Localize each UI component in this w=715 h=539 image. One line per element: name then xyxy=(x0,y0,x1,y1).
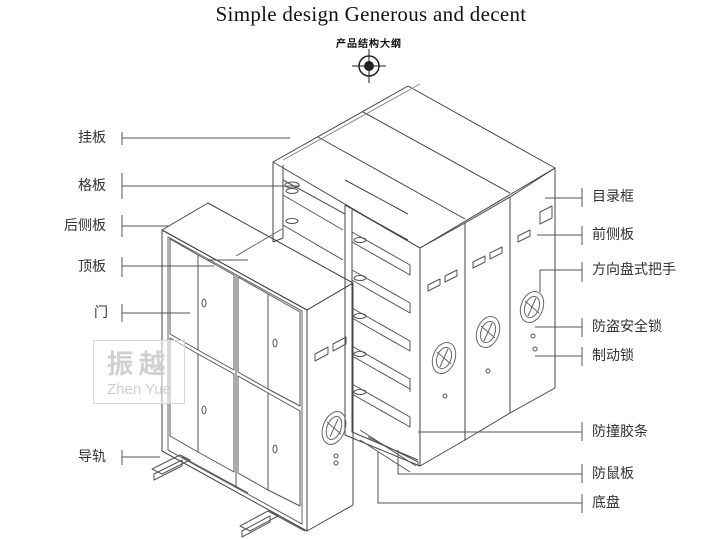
label-bumper-strip: 防撞胶条 xyxy=(592,424,648,440)
front-side-face xyxy=(306,282,354,532)
page-subtitle: 产品结构大纲 xyxy=(336,39,402,50)
back-cabinet-row xyxy=(272,83,556,467)
target-icon xyxy=(352,49,386,83)
label-rear-side-panel: 后侧板 xyxy=(64,218,106,234)
rails xyxy=(151,429,417,538)
label-front-side-panel: 前侧板 xyxy=(592,227,634,243)
watermark-en: Zhen Yue xyxy=(107,381,171,398)
back-end-panel-1 xyxy=(419,222,466,467)
label-hanging-board: 挂板 xyxy=(78,130,106,146)
label-steering-wheel-handle: 方向盘式把手 xyxy=(592,262,676,278)
back-end-panel-2 xyxy=(464,196,511,441)
label-rodent-board: 防鼠板 xyxy=(592,466,634,482)
label-anti-theft-lock: 防盗安全锁 xyxy=(592,319,662,335)
label-shelf: 格板 xyxy=(78,178,106,194)
front-cabinet xyxy=(161,202,354,532)
leader-lines xyxy=(121,132,583,513)
label-door: 门 xyxy=(94,305,108,321)
doors xyxy=(169,238,301,507)
front-handle xyxy=(321,411,347,445)
shelves xyxy=(351,231,411,428)
label-brake-lock: 制动锁 xyxy=(592,348,634,364)
back-handles xyxy=(431,291,545,374)
label-chassis: 底盘 xyxy=(592,495,620,511)
brand-watermark: 振越 Zhen Yue xyxy=(93,340,185,404)
watermark-cn: 振越 xyxy=(106,350,171,380)
back-end-panel-3 xyxy=(509,167,556,414)
page-title: Simple design Generous and decent xyxy=(215,2,527,26)
label-catalog-frame: 目录框 xyxy=(592,189,634,205)
back-top-face xyxy=(272,85,556,249)
label-top-panel: 顶板 xyxy=(78,259,106,275)
label-guide-rail: 导轨 xyxy=(78,449,106,465)
